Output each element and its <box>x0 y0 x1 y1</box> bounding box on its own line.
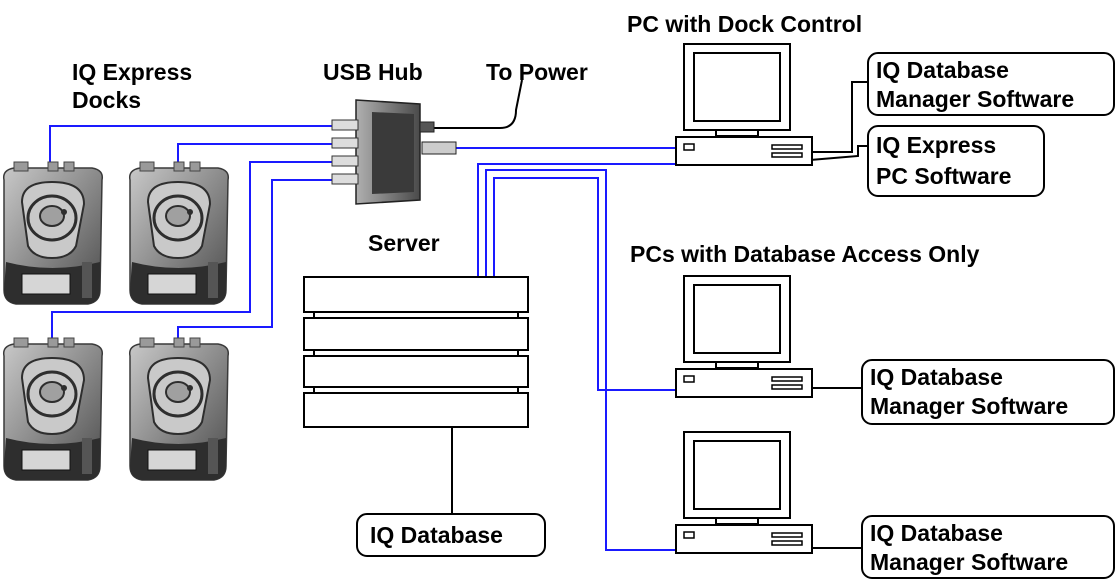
dockpc-link-express <box>809 145 868 161</box>
box-line: IQ Database <box>370 522 503 548</box>
computer-monitor-icon <box>675 43 813 166</box>
dock-device-icon <box>2 160 104 306</box>
usb-hub-icon <box>331 99 457 205</box>
dock-device-icon <box>2 336 104 482</box>
server-rack-icon <box>303 276 529 428</box>
pc2-db-manager-box: IQ Database Manager Software <box>861 359 1115 425</box>
dock-pc-express-sw-box: IQ Express PC Software <box>867 125 1045 197</box>
box-line: Manager Software <box>870 549 1068 575</box>
box-line: PC Software <box>876 163 1011 189</box>
box-line: IQ Express <box>876 132 996 158</box>
pc3-db-manager-box: IQ Database Manager Software <box>861 515 1115 579</box>
pcs-db-access-label: PCs with Database Access Only <box>630 241 980 267</box>
usb-hub-label: USB Hub <box>323 59 423 85</box>
server-cables <box>477 163 676 551</box>
pc-dock-control-label: PC with Dock Control <box>627 11 862 37</box>
dock-pc-db-manager-box: IQ Database Manager Software <box>867 52 1115 116</box>
dock-device-icon <box>128 160 230 306</box>
computer-monitor-icon <box>675 431 813 554</box>
server-label: Server <box>368 230 440 256</box>
box-line: IQ Database <box>870 520 1003 546</box>
to-power-label: To Power <box>486 59 588 85</box>
box-line: Manager Software <box>870 393 1068 419</box>
computer-monitor-icon <box>675 275 813 398</box>
power-cable <box>434 79 523 129</box>
box-line: IQ Database <box>870 364 1003 390</box>
docks-label: IQ Express Docks <box>72 59 192 113</box>
box-line: Manager Software <box>876 86 1074 112</box>
dockpc-link-db <box>810 81 868 153</box>
iq-database-box: IQ Database <box>356 513 546 557</box>
docks-label-line1: IQ Express <box>72 59 192 85</box>
box-line: IQ Database <box>876 57 1009 83</box>
dock-cables <box>49 125 342 345</box>
docks-label-line2: Docks <box>72 87 141 113</box>
dock-device-icon <box>128 336 230 482</box>
